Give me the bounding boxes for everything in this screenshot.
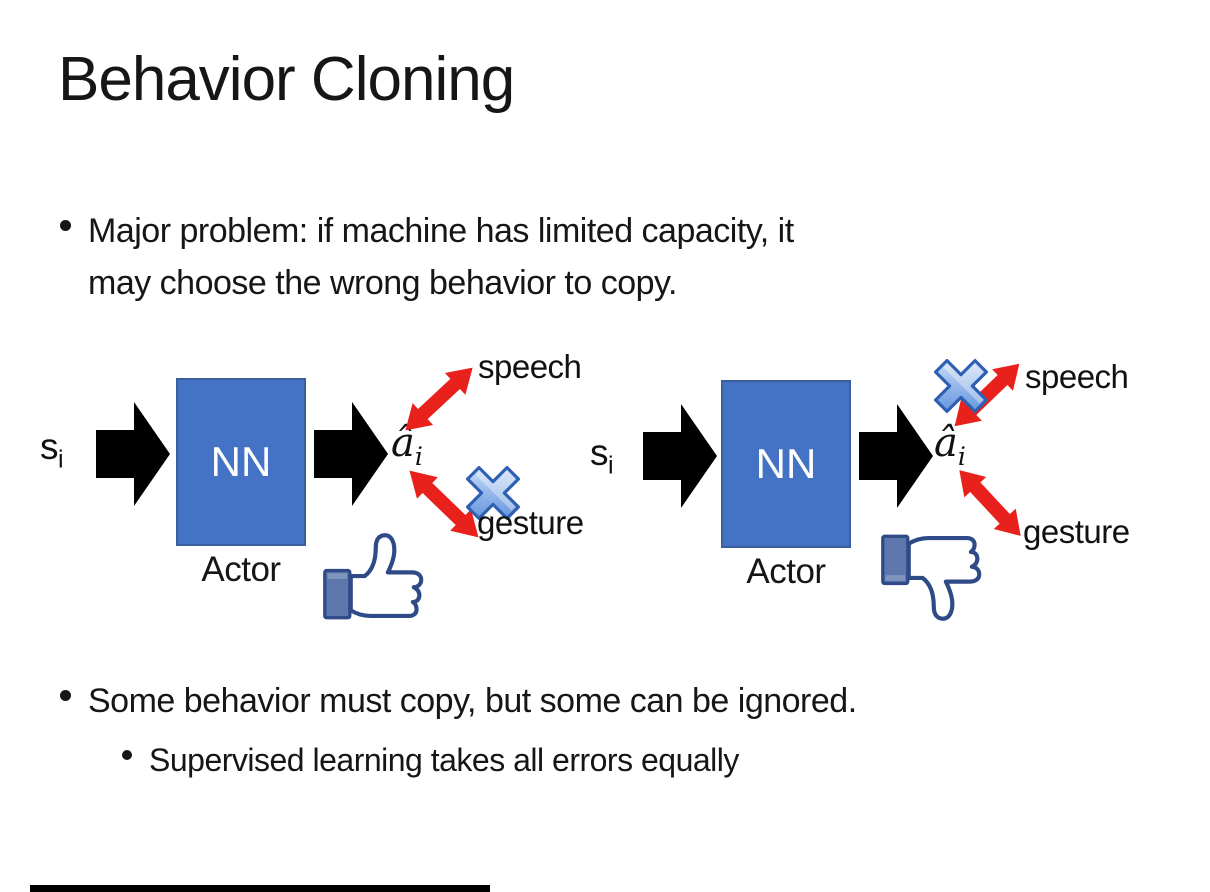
thumbs-up-icon [322,531,424,623]
input-arrow-icon [643,398,717,514]
output-arrow-icon [314,396,388,512]
bottom-cropped-bar [30,885,490,892]
bullet-icon [122,750,132,760]
speech-link-arrow-icon [394,355,484,443]
x-mark-speech-icon [930,355,992,422]
speech-link-arrow-icon [943,352,1031,439]
diagram-good-copy: si NN Actor âi speech [30,340,650,635]
bullet-icon [60,690,71,701]
bullet-text: Some behavior must copy, but some can be… [88,682,857,720]
gesture-link-arrow-icon [947,458,1033,547]
action-label: âi [391,420,423,471]
slide-title: Behavior Cloning [58,45,515,114]
diagram-wrong-copy: si NN Actor âi speech [578,340,1198,635]
nn-box: NN [721,380,851,548]
x-mark-gesture-icon [462,462,524,529]
speech-label: speech [1025,358,1129,395]
speech-label: speech [478,348,582,385]
action-label: âi [934,420,966,471]
nn-box: NN [176,378,306,546]
gesture-label: gesture [1023,513,1130,550]
input-arrow-icon [96,396,170,512]
bullet-text: Supervised learning takes all errors equ… [149,742,739,778]
bullet-text: Major problem: if machine has limited ca… [88,212,794,302]
bullet-supervised-learning: Supervised learning takes all errors equ… [122,736,1162,784]
state-label: si [40,426,64,474]
actor-label: Actor [746,552,826,591]
thumbs-down-icon [880,531,982,623]
actor-label: Actor [201,550,281,589]
state-label: si [590,432,614,480]
bullet-some-behavior: Some behavior must copy, but some can be… [60,675,1180,727]
gesture-link-arrow-icon [398,458,491,549]
gesture-label: gesture [477,504,584,541]
bullet-major-problem: Major problem: if machine has limited ca… [60,205,1140,309]
output-arrow-icon [859,398,933,514]
bullet-icon [60,220,71,231]
